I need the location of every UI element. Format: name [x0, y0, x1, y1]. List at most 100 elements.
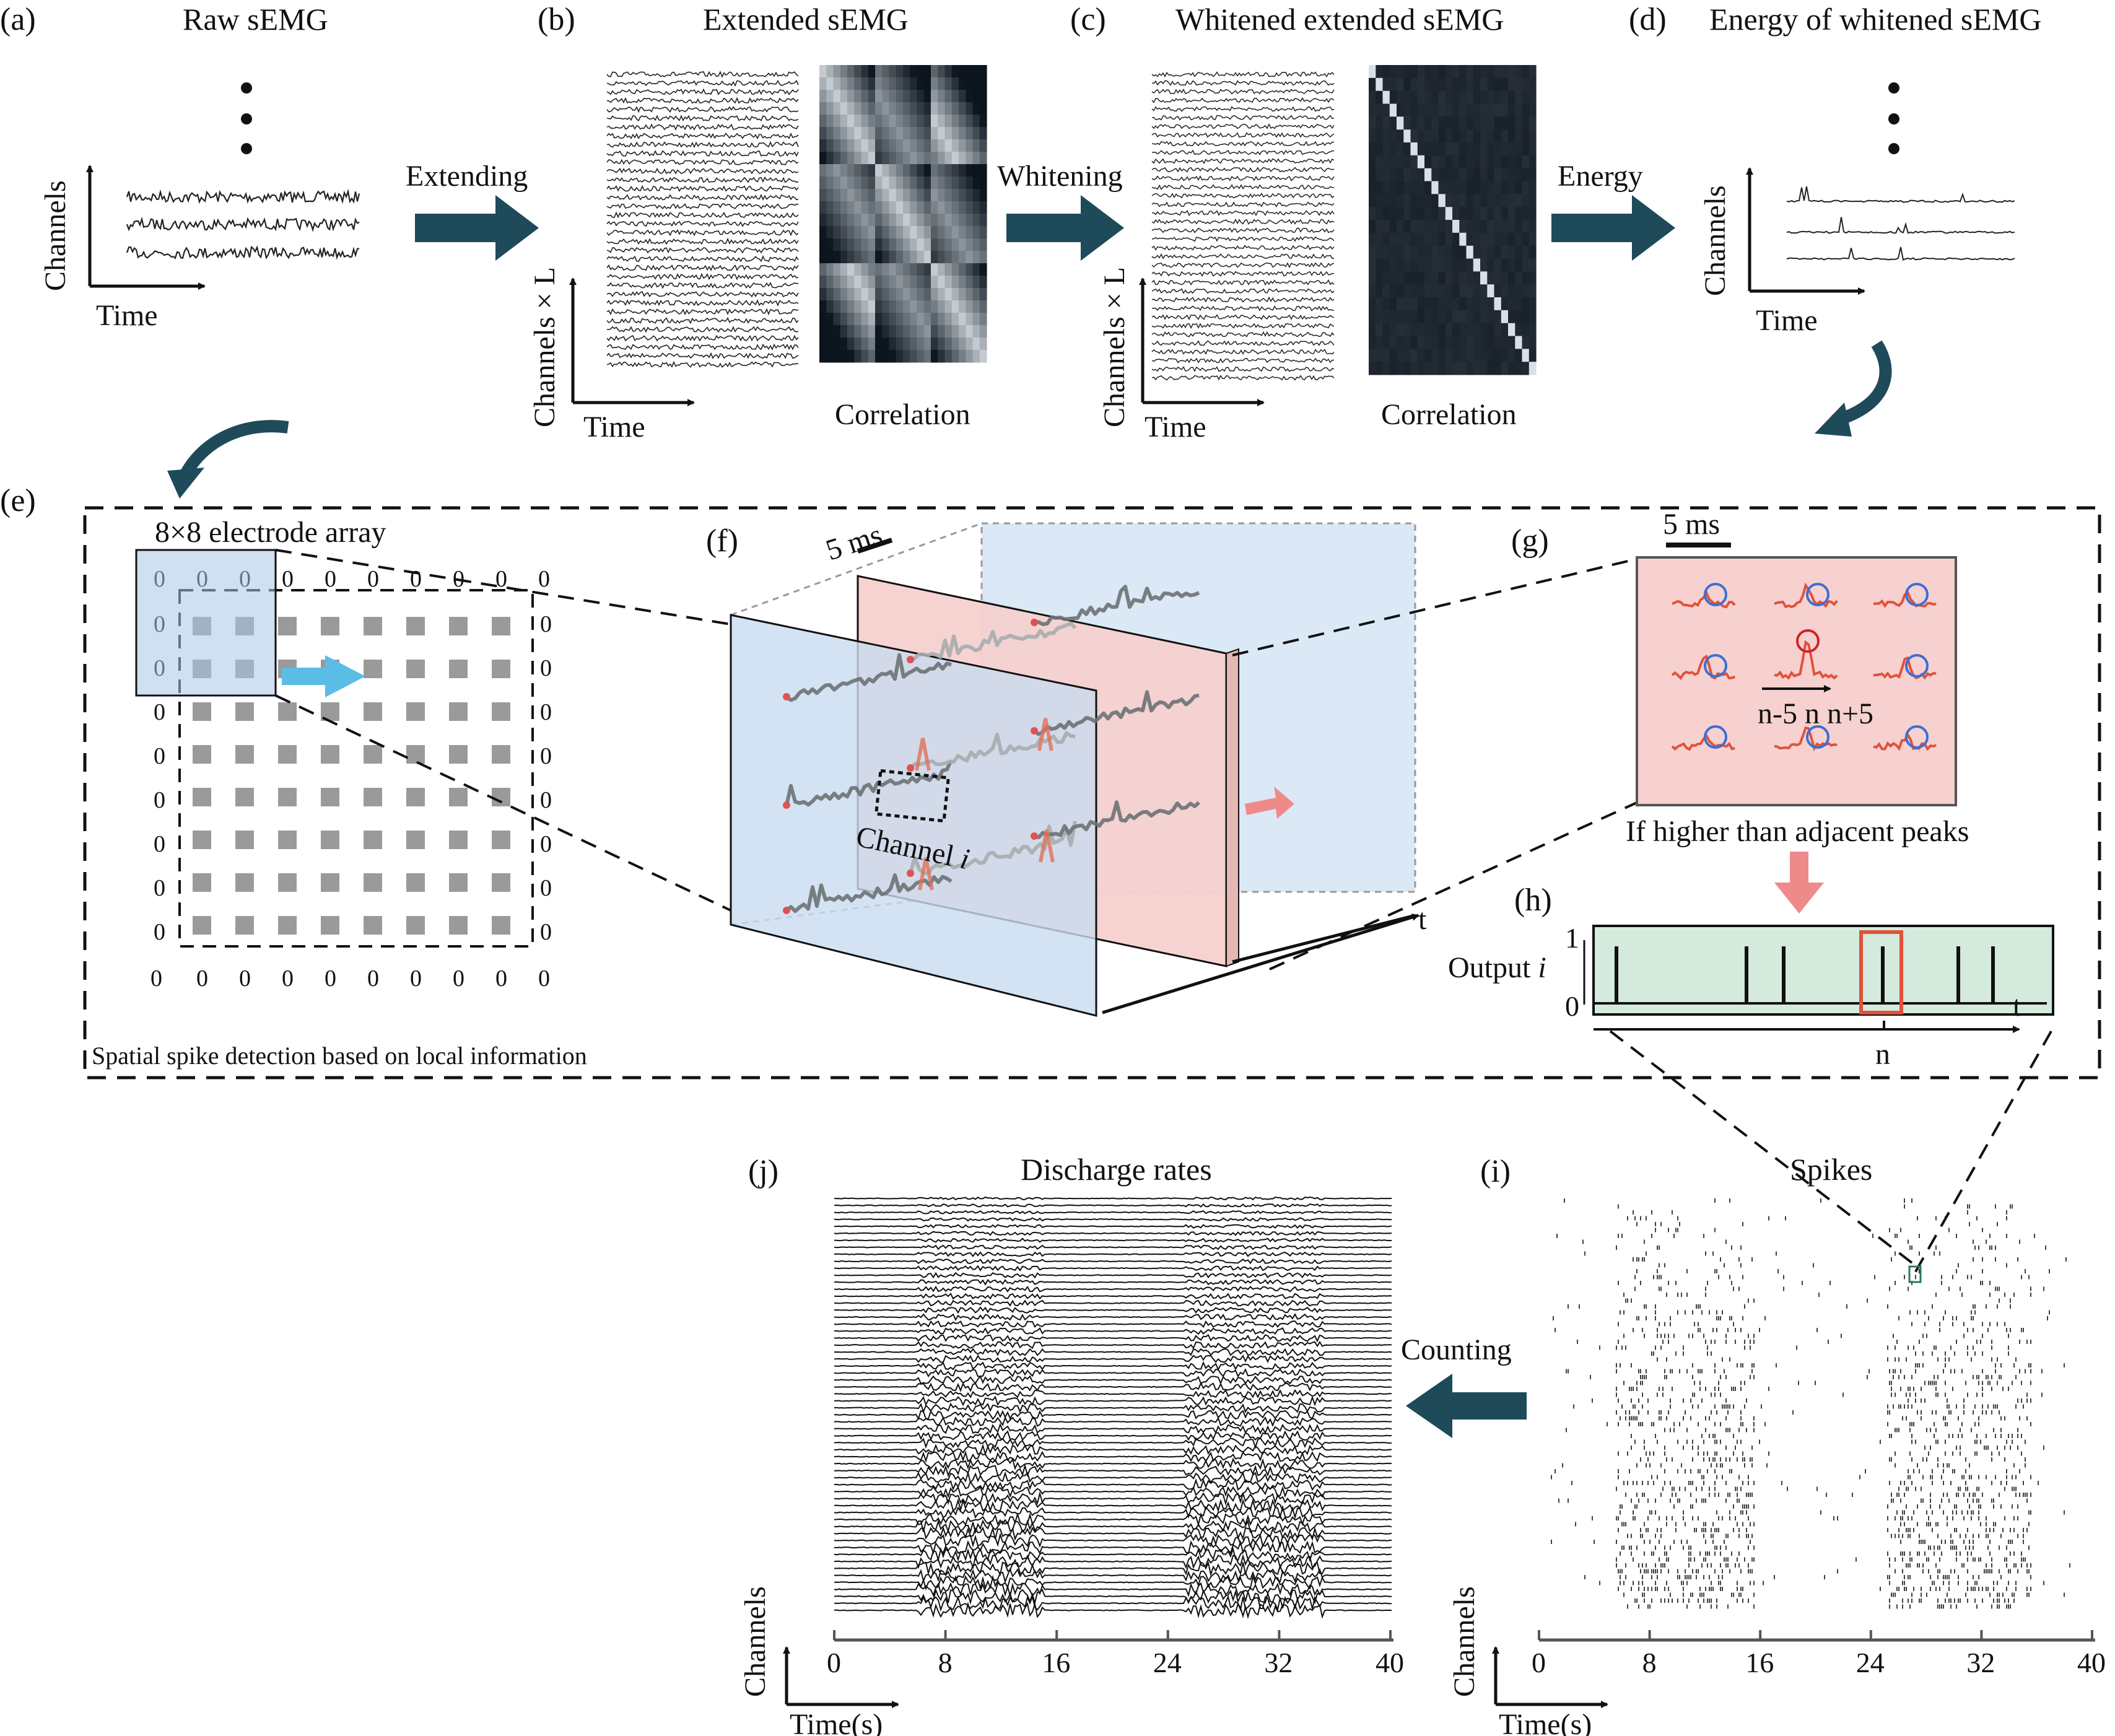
- corr-cell: [896, 251, 904, 264]
- corr-cell: [1452, 181, 1460, 194]
- corr-cell: [1376, 220, 1384, 233]
- padding-zero: 0: [410, 966, 422, 992]
- corr-cell: [931, 263, 938, 276]
- corr-cell: [833, 313, 841, 326]
- corr-cell: [972, 90, 980, 103]
- d-traces: [1786, 186, 2015, 261]
- f-trace: [910, 621, 1077, 661]
- corr-cell: [1438, 207, 1446, 220]
- vertical-ellipsis-a: [241, 82, 252, 154]
- corr-cell: [951, 300, 959, 313]
- g-waveform: [1671, 654, 1736, 681]
- corr-cell: [1369, 349, 1376, 362]
- corr-cell: [1376, 129, 1384, 143]
- corr-cell: [1473, 77, 1481, 92]
- corr-cell: [868, 300, 876, 313]
- corr-cell: [868, 325, 876, 338]
- corr-cell: [972, 338, 980, 351]
- corr-cell: [868, 226, 876, 239]
- corr-cell: [861, 338, 869, 351]
- electrode: [321, 617, 339, 635]
- corr-cell: [1410, 323, 1418, 336]
- corr-cell: [1494, 129, 1502, 143]
- corr-cell: [938, 214, 946, 227]
- corr-cell: [847, 313, 855, 326]
- corr-cell: [1522, 310, 1530, 324]
- corr-cell: [1515, 207, 1523, 220]
- corr-cell: [979, 201, 987, 214]
- corr-cell: [1438, 181, 1446, 194]
- i-spike-raster: [1551, 1198, 2070, 1609]
- corr-cell: [966, 313, 974, 326]
- corr-cell: [1431, 65, 1439, 79]
- corr-cell: [896, 263, 904, 276]
- corr-cell: [1376, 77, 1384, 92]
- electrode: [492, 788, 510, 806]
- corr-cell: [923, 226, 931, 239]
- corr-cell: [938, 276, 946, 289]
- corr-cell: [819, 77, 827, 90]
- b-trace: [606, 316, 799, 325]
- corr-cell: [819, 189, 827, 202]
- corr-cell: [1508, 207, 1515, 220]
- corr-cell: [1445, 349, 1453, 362]
- corr-cell: [854, 90, 862, 103]
- c-trace: [1151, 97, 1335, 103]
- corr-cell: [1487, 142, 1495, 156]
- corr-cell: [868, 338, 876, 351]
- corr-cell: [882, 238, 890, 251]
- corr-cell: [833, 338, 841, 351]
- corr-cell: [903, 127, 910, 140]
- corr-cell: [1389, 336, 1397, 349]
- corr-cell: [938, 115, 946, 128]
- corr-cell: [833, 127, 841, 140]
- corr-cell: [917, 201, 925, 214]
- j-rate-trace: [834, 1389, 1392, 1399]
- corr-cell: [854, 127, 862, 140]
- h-y0: 0: [1565, 990, 1579, 1022]
- corr-cell: [854, 288, 862, 301]
- f-trace: [1034, 585, 1200, 626]
- corr-cell: [1410, 336, 1418, 349]
- j-rate-trace: [834, 1443, 1392, 1456]
- corr-cell: [951, 214, 959, 227]
- g-waveform: [1671, 733, 1735, 751]
- corr-cell: [868, 139, 876, 152]
- corr-cell: [923, 65, 931, 78]
- corr-cell: [1466, 77, 1474, 92]
- corr-cell: [923, 313, 931, 326]
- j-rate-trace: [834, 1251, 1392, 1257]
- panel-j-label: (j): [748, 1154, 778, 1189]
- corr-cell: [1431, 103, 1439, 117]
- corr-cell: [1508, 245, 1515, 259]
- corr-cell: [1424, 362, 1432, 375]
- corr-cell: [972, 350, 980, 363]
- whitening-arrow: Whitening: [997, 160, 1124, 261]
- corr-cell: [903, 325, 910, 338]
- a-trace: [126, 245, 360, 260]
- h-ylabel: Output: [1448, 951, 1531, 984]
- corr-cell: [1466, 116, 1474, 130]
- corr-cell: [861, 77, 869, 90]
- corr-cell: [854, 177, 862, 190]
- corr-cell: [861, 65, 869, 78]
- corr-cell: [1389, 77, 1397, 92]
- corr-cell: [826, 325, 834, 338]
- corr-cell: [1369, 65, 1376, 79]
- panel-a-title: Raw sEMG: [183, 2, 328, 37]
- corr-cell: [1459, 90, 1467, 104]
- corr-cell: [833, 201, 841, 214]
- corr-cell: [840, 90, 848, 103]
- corr-cell: [1452, 362, 1460, 375]
- b-trace: [606, 229, 799, 237]
- corr-cell: [1452, 155, 1460, 169]
- corr-cell: [903, 90, 910, 103]
- corr-cell: [889, 288, 897, 301]
- corr-cell: [1494, 232, 1502, 246]
- corr-cell: [833, 263, 841, 276]
- corr-cell: [959, 139, 966, 152]
- corr-cell: [875, 350, 883, 363]
- corr-cell: [889, 102, 897, 115]
- corr-cell: [1515, 284, 1523, 298]
- corr-cell: [1424, 116, 1432, 130]
